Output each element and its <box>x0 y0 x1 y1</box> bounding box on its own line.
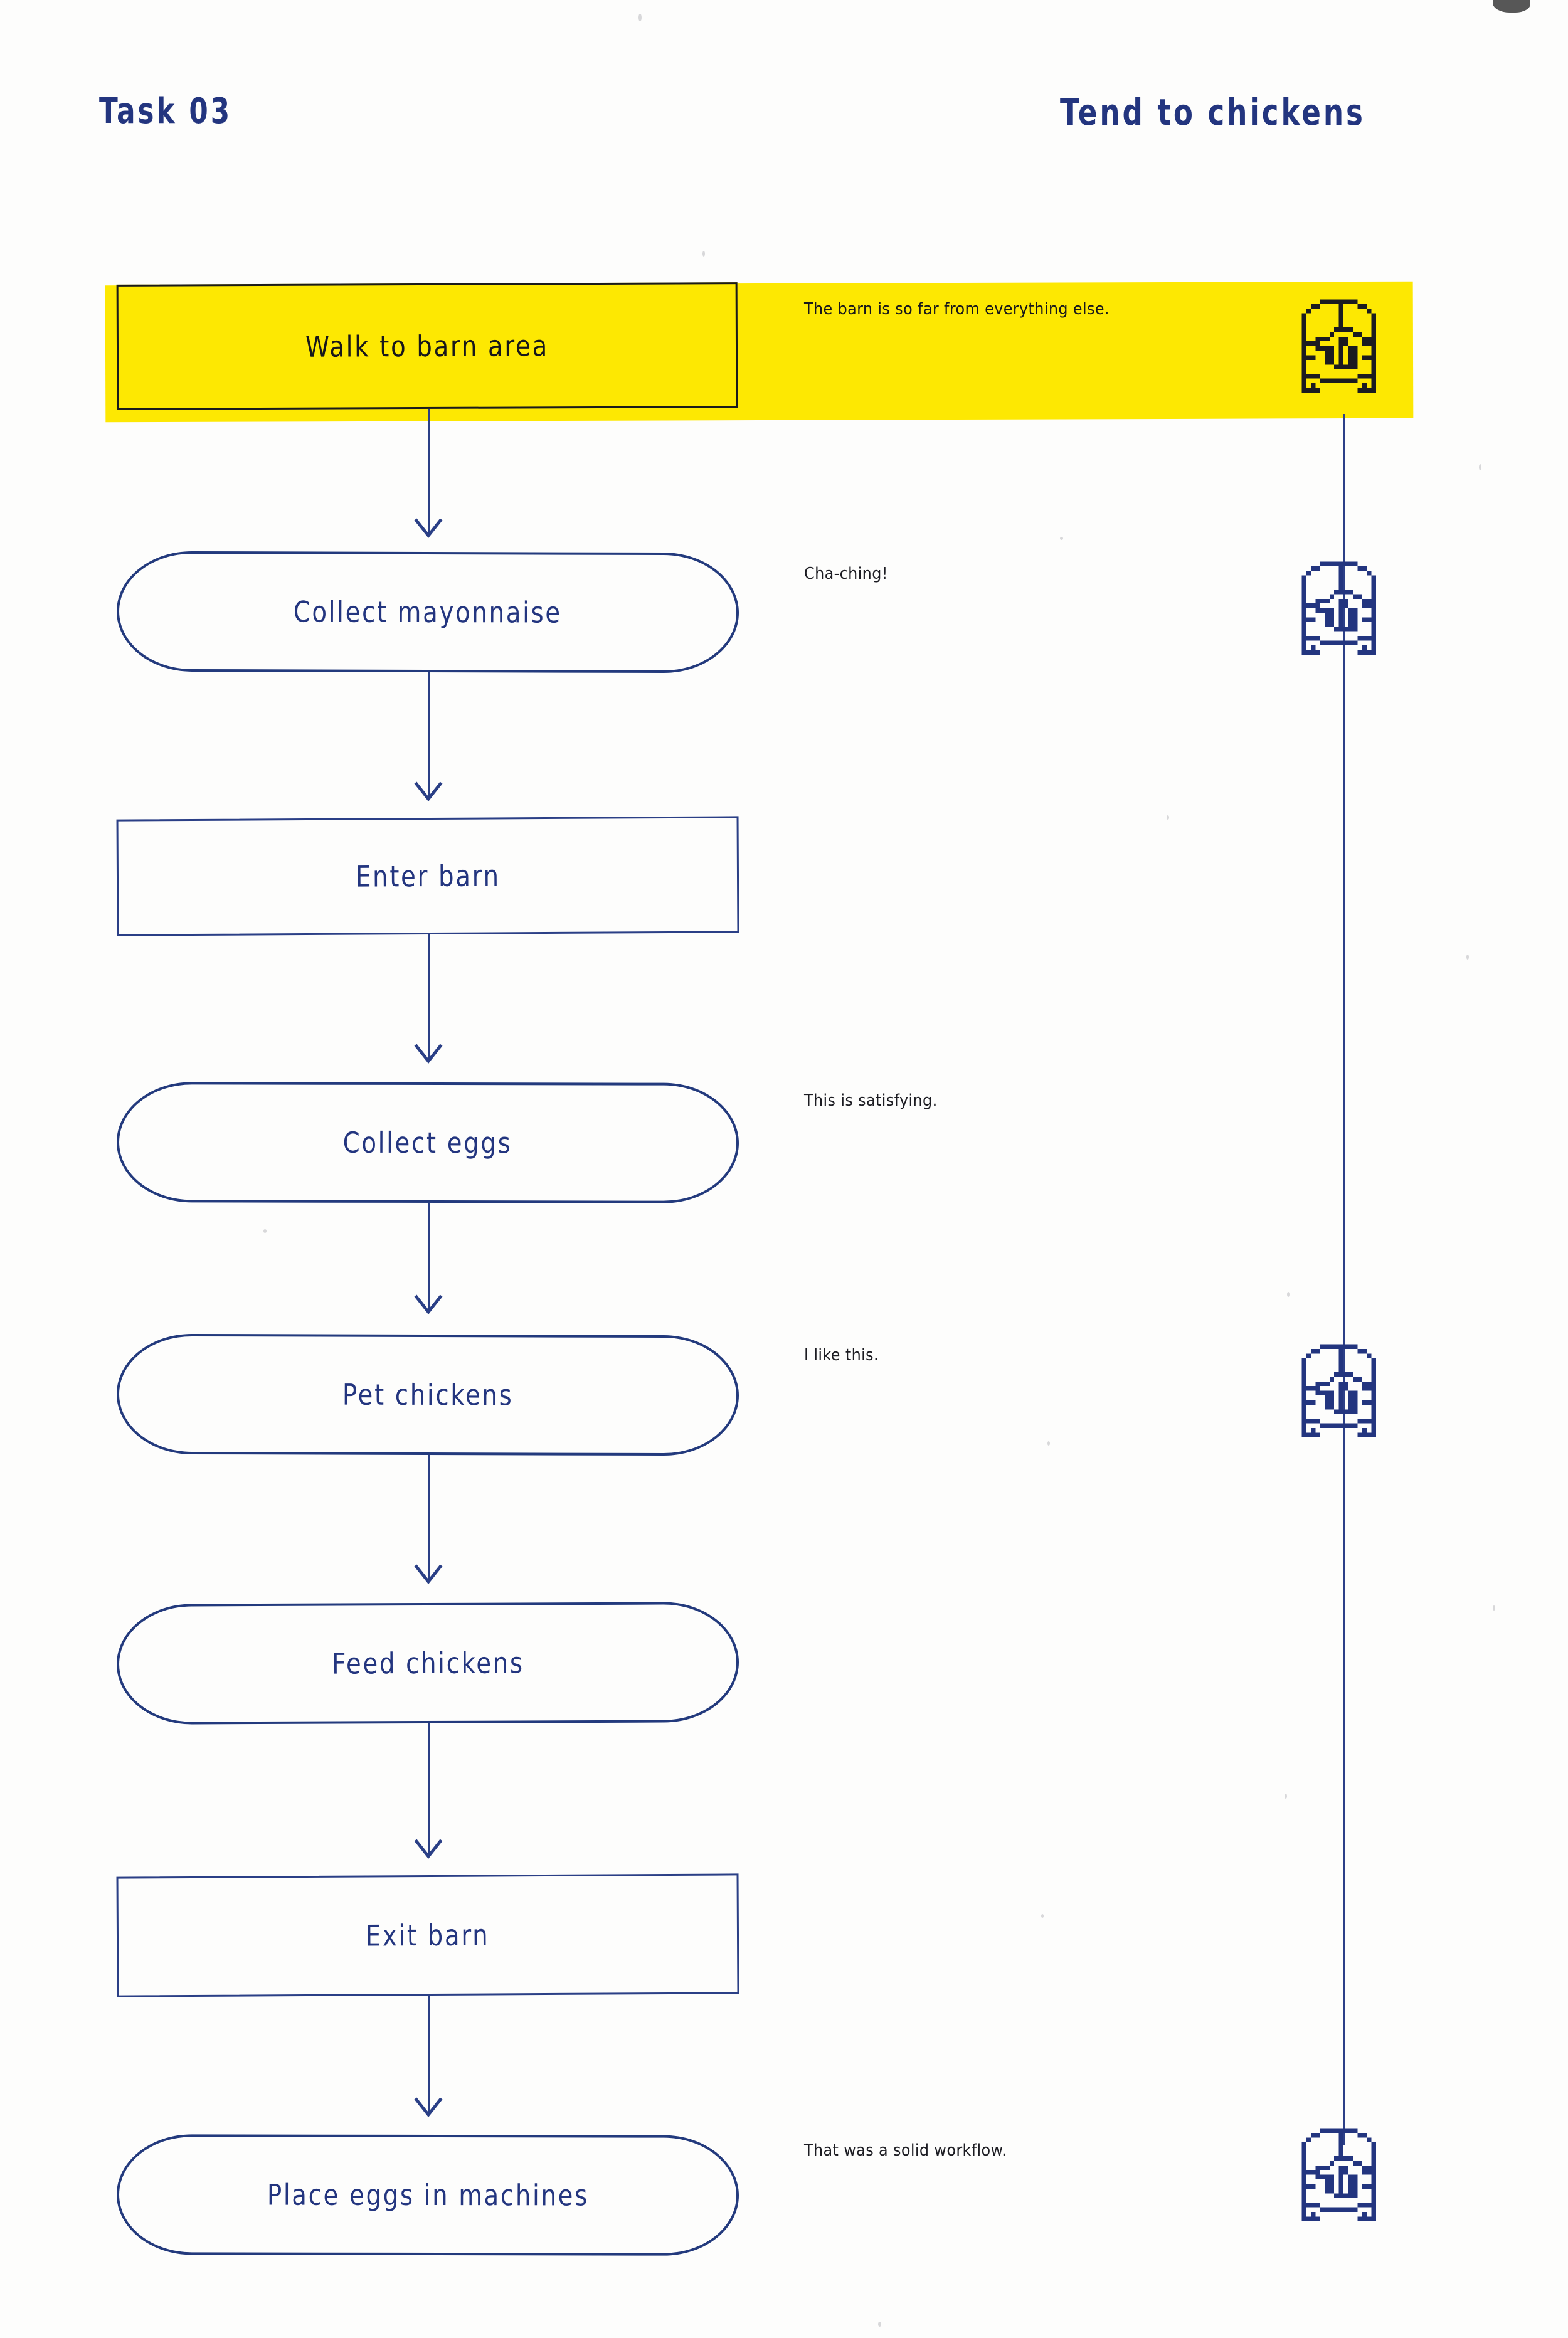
flow-node-label: Collect eggs <box>343 1125 512 1160</box>
flow-node-label: Enter barn <box>355 859 501 894</box>
pixel-avatar-face-icon <box>1287 1340 1400 1451</box>
scan-speck <box>1285 1794 1287 1799</box>
flow-connector-line <box>428 1996 430 2113</box>
annotation-place-eggs-in-machines: That was a solid workflow. <box>804 2141 1007 2160</box>
page-title: Tend to chickens <box>1060 91 1365 134</box>
flow-node-collect-mayonnaise[interactable]: Collect mayonnaise <box>116 551 739 674</box>
flow-node-exit-barn[interactable]: Exit barn <box>116 1873 739 1997</box>
task-label: Task 03 <box>99 91 232 132</box>
flow-node-label: Walk to barn area <box>305 329 549 364</box>
flow-arrowhead-icon <box>414 781 443 803</box>
annotation-collect-eggs: This is satisfying. <box>804 1091 938 1110</box>
flow-node-label: Pet chickens <box>342 1377 514 1412</box>
avatar-timeline-line <box>1343 414 1345 2145</box>
pixel-avatar-face-icon <box>1287 557 1400 669</box>
scan-speck <box>1167 815 1169 820</box>
pixel-avatar-face-icon <box>1287 2124 1400 2235</box>
scan-speck <box>1060 537 1063 540</box>
scan-speck <box>1466 955 1469 960</box>
annotation-collect-mayonnaise: Cha-ching! <box>804 564 888 583</box>
flow-node-walk-to-barn-area[interactable]: Walk to barn area <box>116 282 738 410</box>
flow-arrowhead-icon <box>414 2097 443 2118</box>
scan-speck <box>1479 464 1481 470</box>
scan-speck <box>1493 1605 1495 1611</box>
flow-connector-line <box>428 409 430 534</box>
flow-node-place-eggs-in-machines[interactable]: Place eggs in machines <box>116 2134 739 2256</box>
flow-connector-line <box>428 672 430 798</box>
scan-speck <box>878 2322 881 2327</box>
flow-node-pet-chickens[interactable]: Pet chickens <box>116 1333 739 1456</box>
scan-speck <box>1047 1441 1050 1446</box>
annotation-pet-chickens: I like this. <box>804 1346 879 1365</box>
flow-node-enter-barn[interactable]: Enter barn <box>116 816 739 936</box>
flow-node-collect-eggs[interactable]: Collect eggs <box>116 1082 739 1203</box>
flow-connector-line <box>428 934 430 1060</box>
scan-speck <box>1287 1292 1290 1297</box>
scan-speck <box>638 14 642 21</box>
flow-arrowhead-icon <box>414 1294 443 1316</box>
scan-speck <box>1041 1914 1044 1918</box>
flow-node-label: Collect mayonnaise <box>293 595 563 630</box>
scan-speck <box>263 1229 267 1233</box>
pixel-avatar-face-icon <box>1287 295 1400 406</box>
annotation-walk-to-barn-area: The barn is so far from everything else. <box>804 300 1110 319</box>
scan-speck <box>702 251 705 257</box>
scan-smudge <box>1493 0 1530 13</box>
flow-node-label: Feed chickens <box>331 1646 524 1681</box>
flow-connector-line <box>428 1455 430 1580</box>
flow-arrowhead-icon <box>414 1044 443 1065</box>
flow-arrowhead-icon <box>414 518 443 539</box>
flow-node-feed-chickens[interactable]: Feed chickens <box>116 1602 739 1725</box>
flow-node-label: Place eggs in machines <box>267 2177 589 2213</box>
flow-node-label: Exit barn <box>366 1918 490 1953</box>
page-header: Task 03 Tend to chickens <box>0 94 1568 151</box>
flow-arrowhead-icon <box>414 1564 443 1585</box>
flow-arrowhead-icon <box>414 1839 443 1860</box>
flow-connector-line <box>428 1723 430 1855</box>
flow-connector-line <box>428 1203 430 1311</box>
